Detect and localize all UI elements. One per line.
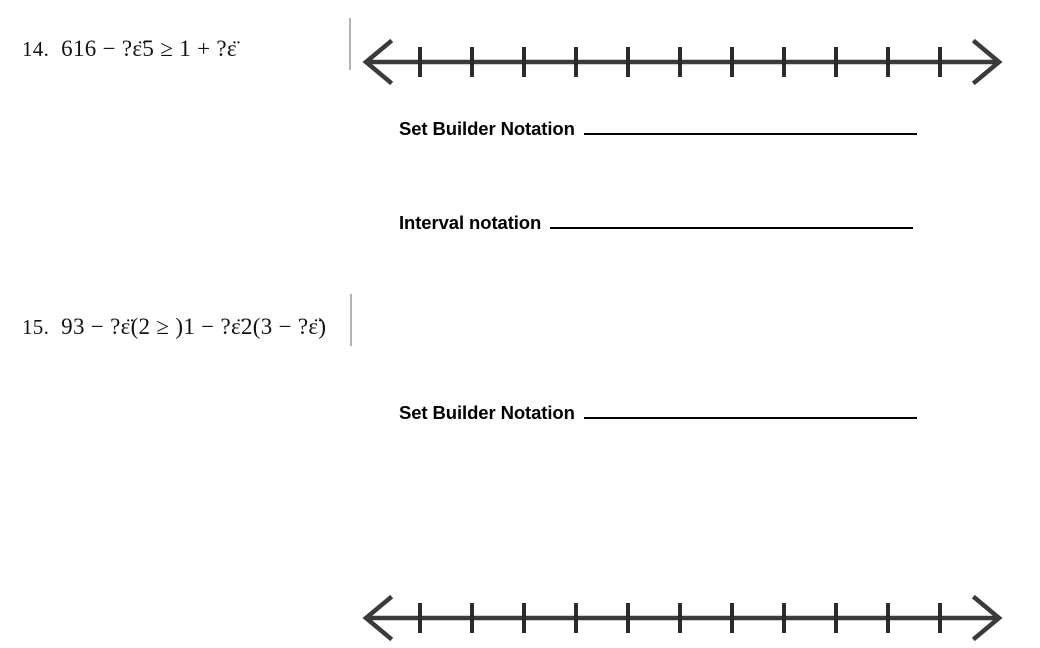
problem-expression-14: 616 − ?ɛ̈5 ≥ 1 + ?ɛ̈: [61, 36, 237, 61]
text-caret-15: [350, 294, 352, 346]
interval-notation-row-14: Interval notation: [399, 212, 914, 234]
number-line-14[interactable]: [360, 32, 1005, 92]
right-chevron-arrow-icon: [971, 38, 1003, 86]
set-builder-notation-blank-14[interactable]: [583, 118, 917, 135]
problem-statement-15: 15. 93 − ?ɛ̈(2 ≥ )1 − ?ɛ̈2(3 − ?ɛ̈): [22, 292, 326, 362]
number-line-graphic-14: [362, 38, 1003, 86]
set-builder-notation-row-14: Set Builder Notation: [399, 118, 917, 140]
problem-statement-14: 14. 616 − ?ɛ̈5 ≥ 1 + ?ɛ̈: [22, 14, 237, 84]
set-builder-notation-row-15: Set Builder Notation: [399, 402, 917, 424]
set-builder-notation-label-15: Set Builder Notation: [399, 402, 575, 423]
tick-group: [418, 47, 942, 77]
interval-notation-label-14: Interval notation: [399, 212, 542, 233]
worksheet-page: 14. 616 − ?ɛ̈5 ≥ 1 + ?ɛ̈: [0, 14, 1040, 642]
problem-number-14: 14.: [22, 36, 50, 61]
problem-row-14: 14. 616 − ?ɛ̈5 ≥ 1 + ?ɛ̈: [0, 14, 1040, 86]
problem-expression-15: 93 − ?ɛ̈(2 ≥ )1 − ?ɛ̈2(3 − ?ɛ̈): [61, 314, 327, 339]
problem-row-15: 15. 93 − ?ɛ̈(2 ≥ )1 − ?ɛ̈2(3 − ?ɛ̈): [0, 292, 1040, 642]
set-builder-notation-blank-15[interactable]: [583, 402, 917, 419]
problem-number-15: 15.: [22, 314, 50, 339]
number-line-15[interactable]: [360, 588, 1005, 648]
set-builder-notation-label-14: Set Builder Notation: [399, 118, 575, 139]
left-chevron-arrow-icon: [362, 38, 394, 86]
text-caret-14: [349, 18, 351, 70]
number-line-graphic-15: [362, 594, 1003, 642]
interval-notation-blank-14[interactable]: [550, 212, 914, 229]
